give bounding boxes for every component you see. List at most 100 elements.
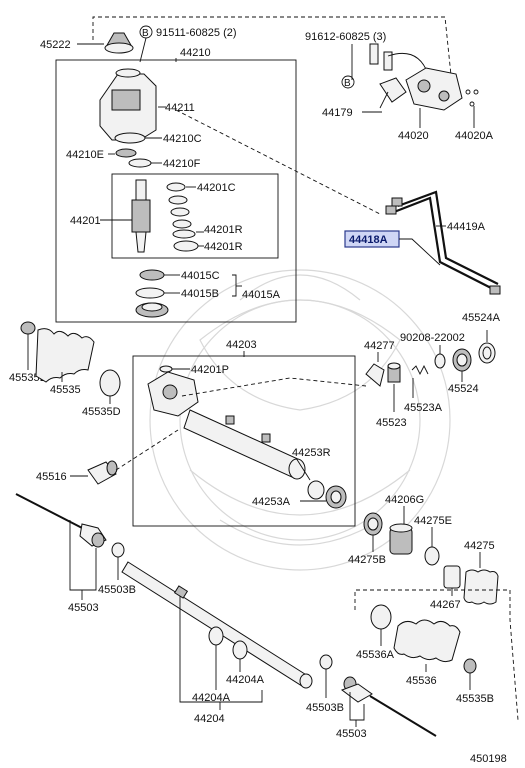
part-45536-boot-right — [393, 619, 461, 663]
part-45503-tie-rod-end-right — [340, 676, 437, 737]
dashed-leader-housing-to-guide — [181, 377, 367, 397]
part-45535b-clamp-right — [463, 658, 477, 674]
label-44204a-1: 44204A — [192, 692, 231, 704]
label-44201r-1: 44201R — [204, 224, 243, 236]
label-44015b: 44015B — [181, 288, 219, 300]
label-44419a: 44419A — [447, 221, 486, 233]
label-44015a: 44015A — [242, 289, 281, 301]
part-45524a-ring — [478, 342, 496, 364]
label-44201p: 44201P — [191, 364, 229, 376]
label-44201c: 44201C — [197, 182, 236, 194]
part-44253a-bushing — [325, 485, 347, 509]
marker-b-2: B — [344, 78, 351, 89]
part-44015b-ring — [135, 287, 165, 299]
label-44206g: 44206G — [385, 494, 424, 506]
part-45535d-clamp — [99, 369, 121, 397]
part-44203-rack-housing — [147, 371, 306, 480]
label-44210c: 44210C — [163, 133, 202, 145]
part-44277-guide — [365, 363, 385, 387]
part-45222-cap — [104, 32, 134, 54]
label-45222: 45222 — [40, 39, 71, 51]
label-44210e: 44210E — [66, 149, 104, 161]
label-44275: 44275 — [464, 540, 495, 552]
dashed-leader-valve-to-tube — [175, 109, 381, 215]
label-44211: 44211 — [165, 102, 195, 114]
label-44204a-2: 44204A — [226, 674, 265, 686]
label-45503-2: 45503 — [336, 728, 367, 740]
part-45503-tie-rod-end-left — [15, 493, 107, 548]
label-44210: 44210 — [180, 47, 211, 59]
dashed-group-box-valve — [92, 16, 453, 86]
label-45503b-2: 45503B — [306, 702, 344, 714]
part-44275b-ring — [363, 512, 383, 536]
label-45536: 45536 — [406, 675, 437, 687]
part-44275-boot — [463, 569, 499, 605]
part-91612-bolts — [369, 43, 393, 71]
part-44275e-ring — [424, 546, 440, 566]
label-44210f: 44210F — [163, 158, 201, 170]
part-45503b-nut-right — [319, 654, 333, 670]
label-45516: 45516 — [36, 471, 67, 483]
label-45524: 45524 — [448, 383, 479, 395]
label-44418a[interactable]: 44418A — [349, 234, 388, 246]
label-44204: 44204 — [194, 713, 225, 725]
label-45503b-1: 45503B — [98, 584, 136, 596]
part-44201p-plug — [159, 365, 173, 373]
marker-b-1: B — [142, 28, 149, 39]
label-44020: 44020 — [398, 130, 429, 142]
part-44204-inner-tie-rod — [121, 561, 313, 689]
label-91612-60825: 91612-60825 (3) — [305, 31, 386, 43]
label-44020a: 44020A — [455, 130, 494, 142]
part-45523-rack-guide — [387, 362, 401, 383]
dashed-group-box-boot-right — [354, 589, 519, 721]
part-45536a-clamp — [370, 604, 392, 630]
label-45523: 45523 — [376, 417, 407, 429]
box-44201-pinion — [111, 173, 279, 259]
part-45535-boot-left — [35, 328, 95, 383]
label-45524a: 45524A — [462, 312, 501, 324]
part-90208-spring — [434, 353, 446, 369]
part-44210f-ring — [128, 158, 152, 168]
part-44020-control-valve-body — [405, 67, 463, 111]
label-45503-1: 45503 — [68, 602, 99, 614]
part-44201-pinion-shaft — [131, 179, 151, 253]
part-44201c-seal-stack — [166, 182, 192, 229]
part-44020a-small-parts — [465, 89, 479, 107]
part-45523a-spring — [411, 364, 429, 376]
label-45535: 45535 — [50, 384, 81, 396]
part-44210c-ring — [114, 132, 146, 144]
label-44253r: 44253R — [292, 447, 331, 459]
dashed-leader-grommet — [115, 429, 179, 471]
part-44206g-bushing — [389, 523, 413, 555]
label-44201: 44201 — [70, 215, 101, 227]
part-45516-grommet — [87, 460, 118, 485]
part-44204a-ring-2 — [232, 640, 248, 660]
part-44210e-ring — [115, 148, 137, 158]
part-44253r-ring — [307, 480, 325, 500]
label-91511-60825: 91511-60825 (2) — [156, 27, 237, 39]
label-44201r-2: 44201R — [204, 241, 243, 253]
label-45535d: 45535D — [82, 406, 121, 418]
part-44015c-bearing — [139, 269, 165, 281]
label-44267: 44267 — [430, 599, 461, 611]
part-44201r-ring-2 — [173, 240, 199, 252]
part-44211-valve-housing — [99, 68, 157, 141]
part-44267-bushing — [443, 565, 461, 589]
label-45535b-2: 45535B — [456, 693, 494, 705]
part-44015a-seal — [135, 302, 169, 318]
diagram-id: 450198 — [470, 753, 507, 765]
label-45523a: 45523A — [404, 402, 443, 414]
part-44201r-ring-1 — [172, 229, 196, 239]
label-44179: 44179 — [322, 107, 353, 119]
label-44015c: 44015C — [181, 270, 220, 282]
label-44277: 44277 — [364, 340, 395, 352]
part-45535b-clamp-left — [20, 321, 36, 335]
part-44419a-pressure-tubes — [385, 190, 501, 295]
label-44203: 44203 — [226, 339, 257, 351]
label-44253a: 44253A — [252, 496, 291, 508]
part-44204a-ring-1 — [208, 626, 224, 646]
label-44275e: 44275E — [414, 515, 452, 527]
label-44275b: 44275B — [348, 554, 386, 566]
part-44179-tube-clamp — [379, 77, 407, 109]
